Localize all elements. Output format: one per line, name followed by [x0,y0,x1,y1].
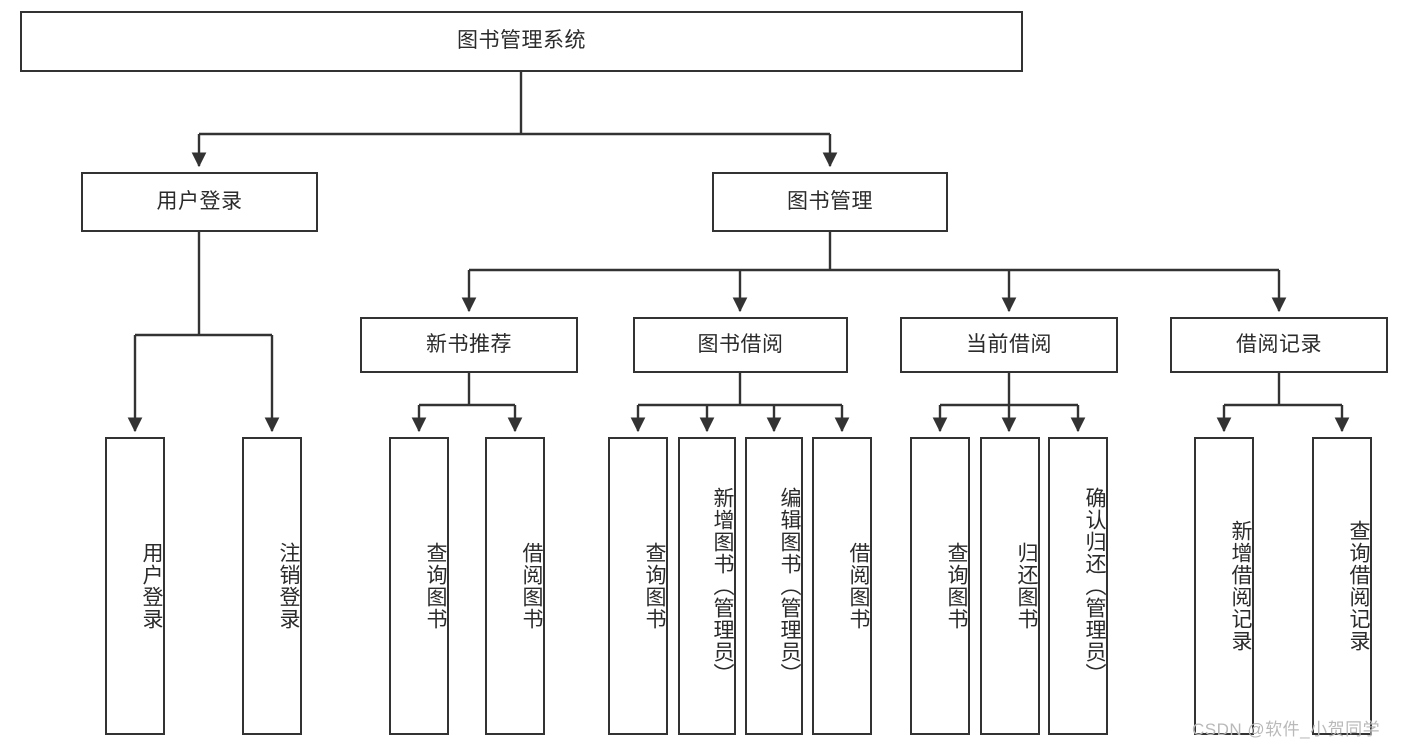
leaf-book-borrow-edit-book-admin[interactable]: 编辑图书（管理员） [745,437,803,735]
leaf-book-borrow-add-book-admin[interactable]: 新增图书（管理员） [678,437,736,735]
leaf-user-login-login[interactable]: 用户登录 [105,437,165,735]
node-label: 当前借阅 [966,332,1052,356]
node-label: 归还图书 [1015,542,1038,630]
node-label: 编辑图书（管理员） [778,487,801,685]
node-user-login[interactable]: 用户登录 [81,172,318,232]
leaf-new-book-borrow-book[interactable]: 借阅图书 [485,437,545,735]
leaf-book-borrow-borrow-book[interactable]: 借阅图书 [812,437,872,735]
leaf-borrow-record-add-record[interactable]: 新增借阅记录 [1194,437,1254,735]
node-new-book-recommend[interactable]: 新书推荐 [360,317,578,373]
node-label: 借阅图书 [520,542,543,630]
node-book-borrow[interactable]: 图书借阅 [633,317,848,373]
node-label: 图书管理系统 [457,29,586,53]
node-label: 用户登录 [140,542,163,630]
leaf-new-book-query-book[interactable]: 查询图书 [389,437,449,735]
node-label: 新书推荐 [426,332,512,356]
leaf-current-borrow-confirm-return-admin[interactable]: 确认归还（管理员） [1048,437,1108,735]
node-label: 图书管理 [787,189,873,213]
node-label: 借阅图书 [847,542,870,630]
leaf-current-borrow-return-book[interactable]: 归还图书 [980,437,1040,735]
leaf-current-borrow-query-book[interactable]: 查询图书 [910,437,970,735]
node-label: 注销登录 [277,542,300,630]
leaf-borrow-record-query-record[interactable]: 查询借阅记录 [1312,437,1372,735]
node-label: 查询图书 [424,542,447,630]
csdn-watermark: CSDN @软件_小贺同学 [1192,720,1381,739]
node-root-book-management-system[interactable]: 图书管理系统 [20,11,1023,72]
node-label: 查询图书 [643,542,666,630]
node-label: 图书借阅 [697,332,784,356]
node-label: 查询图书 [945,542,968,630]
node-label: 新增图书（管理员） [711,487,734,685]
node-label: 新增借阅记录 [1229,520,1252,652]
node-book-management[interactable]: 图书管理 [712,172,948,232]
node-label: 用户登录 [156,189,243,213]
leaf-book-borrow-query-book[interactable]: 查询图书 [608,437,668,735]
node-current-borrow[interactable]: 当前借阅 [900,317,1118,373]
node-label: 借阅记录 [1236,332,1322,356]
node-borrow-record[interactable]: 借阅记录 [1170,317,1388,373]
leaf-user-login-logout[interactable]: 注销登录 [242,437,302,735]
node-label: 确认归还（管理员） [1083,487,1106,685]
node-label: 查询借阅记录 [1347,520,1370,652]
